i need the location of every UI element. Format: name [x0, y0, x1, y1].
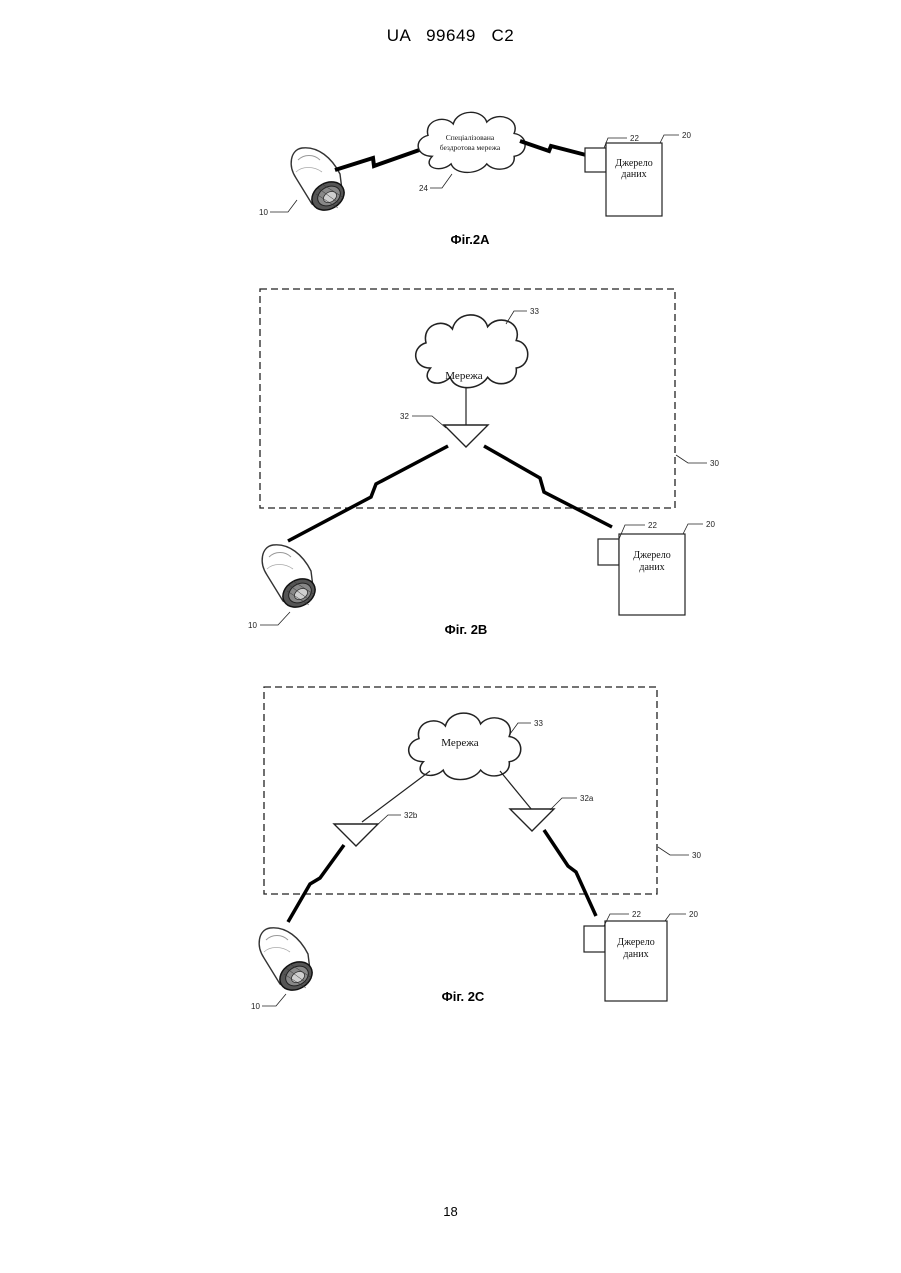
data-port	[584, 926, 605, 952]
data-source-label-line1: Джерело	[615, 158, 652, 169]
ref-numeral-source: 20	[706, 520, 715, 529]
leader-line-device	[260, 612, 290, 625]
leader-line-antenna	[412, 416, 446, 428]
figure-caption: Фіг.2А	[450, 232, 490, 247]
leader-line-source	[683, 524, 703, 534]
ref-numeral-boundary: 30	[692, 851, 701, 860]
ref-numeral-port: 22	[632, 910, 641, 919]
leader-line-device	[270, 200, 297, 212]
data-reader-device	[291, 148, 349, 216]
page-number: 18	[0, 1204, 901, 1219]
network-to-antenna-a-line	[500, 771, 532, 810]
leader-line-network	[430, 174, 452, 188]
network-label: Мережа	[441, 737, 479, 749]
data-reader-device	[259, 928, 317, 996]
ref-numeral-network: 33	[534, 719, 543, 728]
antenna-triangle-a	[510, 809, 554, 831]
figure-caption: Фіг. 2С	[442, 989, 485, 1004]
ref-numeral-network: 33	[530, 307, 539, 316]
leader-line-antenna-a	[550, 798, 577, 810]
ref-numeral-source: 20	[689, 910, 698, 919]
leader-line-device	[262, 994, 286, 1006]
ref-numeral-port: 22	[630, 134, 639, 143]
data-source-box	[605, 921, 667, 1001]
antenna-triangle-b	[334, 824, 378, 846]
data-port	[585, 148, 606, 172]
leader-line-boundary	[676, 455, 707, 463]
data-port	[598, 539, 619, 565]
wireless-link-device-network	[335, 148, 425, 170]
leader-line-boundary	[658, 847, 689, 855]
ref-numeral-antenna: 32	[400, 412, 409, 421]
wireless-link-antenna-source	[484, 446, 612, 527]
network-label-line2: бездротова мережа	[440, 143, 501, 152]
wireless-link-network-source	[520, 141, 586, 155]
leader-line-antenna-b	[376, 815, 401, 826]
figure-2a: Спеціалізована бездротова мережа Джерело…	[259, 112, 691, 247]
figure-caption: Фіг. 2В	[445, 622, 488, 637]
ref-numeral-device: 10	[259, 208, 268, 217]
leader-line-source	[665, 914, 686, 921]
figure-2b: Мережа Джерело даних 33 32 30 22 20 10 Ф…	[248, 289, 719, 637]
leader-line-source	[660, 135, 679, 143]
data-reader-device	[262, 545, 320, 613]
ref-numeral-boundary: 30	[710, 459, 719, 468]
wireless-link-antenna-b-device	[288, 845, 344, 922]
ref-numeral-port: 22	[648, 521, 657, 530]
ref-numeral-device: 10	[251, 1002, 260, 1011]
network-label: Мережа	[445, 370, 483, 382]
wireless-link-antenna-device	[288, 446, 448, 541]
wireless-link-antenna-a-source	[544, 830, 596, 916]
data-source-box	[619, 534, 685, 615]
antenna-triangle	[444, 425, 488, 447]
data-source-label-line2: даних	[623, 949, 648, 960]
ref-numeral-network: 24	[419, 184, 428, 193]
network-label-line1: Спеціалізована	[446, 133, 495, 142]
ref-numeral-antenna-a: 32а	[580, 794, 594, 803]
leader-line-network	[510, 723, 531, 734]
data-source-label-line2: даних	[621, 169, 646, 180]
data-source-label-line1: Джерело	[617, 937, 654, 948]
network-to-antenna-b-line	[362, 771, 430, 822]
data-source-label-line2: даних	[639, 562, 664, 573]
ref-numeral-device: 10	[248, 621, 257, 630]
ref-numeral-source: 20	[682, 131, 691, 140]
data-source-label-line1: Джерело	[633, 550, 670, 561]
ref-numeral-antenna-b: 32b	[404, 811, 418, 820]
figure-2c: Мережа Джерело даних 33 32а 32b 30 22 20…	[251, 687, 701, 1011]
